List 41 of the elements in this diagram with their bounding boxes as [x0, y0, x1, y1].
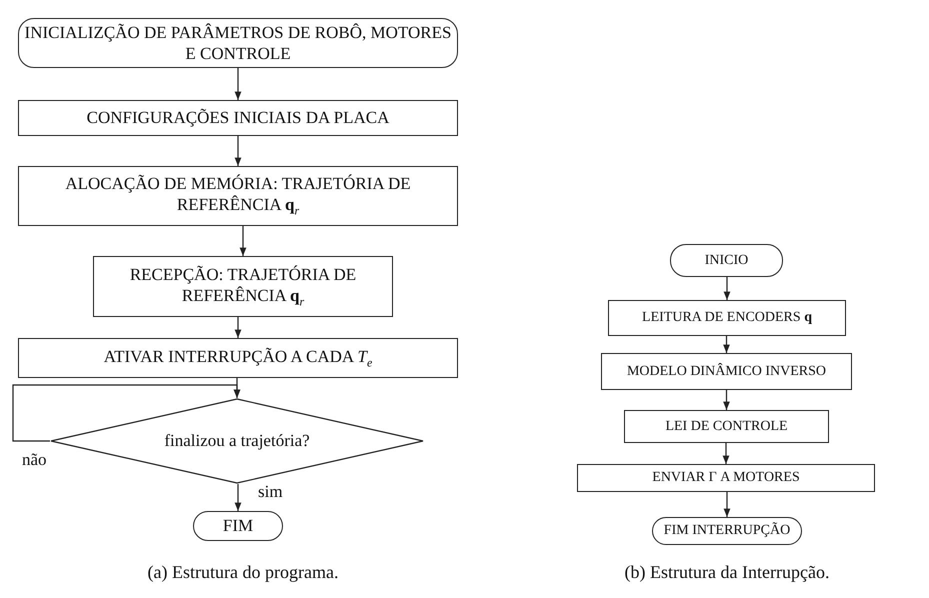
arrow [234, 317, 242, 338]
arrow [240, 226, 246, 256]
caption: (b) Estrutura da Interrupção. [624, 562, 830, 583]
process-box [601, 353, 852, 390]
node-text: LEITURA DE ENCODERS q [642, 309, 812, 327]
terminal-box [652, 517, 802, 545]
process-box [624, 410, 829, 443]
arrow [234, 68, 242, 100]
process-box [93, 256, 393, 317]
decision-diamond [50, 398, 424, 484]
arrow [12, 384, 240, 442]
arrow [724, 277, 730, 300]
node-text: LEI DE CONTROLE [665, 418, 788, 436]
terminal-box [670, 244, 783, 277]
node-text: INICIALIZÇÃO DE PARÂMETROS DE ROBÔ, MOTORES E CONTROLE [24, 22, 452, 64]
edge-label: sim [258, 482, 283, 502]
arrow [723, 336, 730, 353]
arrow [723, 390, 730, 410]
process-box [18, 100, 458, 136]
caption: (a) Estrutura do programa. [148, 562, 338, 583]
node-text: FIM INTERRUPÇÃO [664, 522, 790, 540]
node-text: ENVIAR Γ A MOTORES [652, 469, 800, 487]
node-text: ATIVAR INTERRUPÇÃO A CADA T$_{e}$ [104, 346, 372, 370]
arrow [722, 443, 730, 464]
node-text: CONFIGURAÇÕES INICIAIS DA PLACA [86, 107, 390, 129]
node-text: RECEPÇÃO: TRAJETÓRIA DE REFERÊNCIA q$_{r}$ [128, 264, 358, 310]
terminal-box [18, 18, 458, 68]
process-box [18, 166, 458, 226]
arrow [234, 136, 242, 166]
process-box [18, 338, 458, 378]
node-text: FIM [222, 515, 254, 537]
node-text: finalizou a trajetória? [164, 430, 310, 452]
node-text: INICIO [704, 252, 748, 270]
node-text: MODELO DINÂMICO INVERSO [626, 362, 826, 380]
arrow [234, 484, 242, 511]
arrow [724, 492, 730, 517]
process-box [577, 464, 875, 492]
edge-label: não [22, 450, 47, 470]
node-text: ALOCAÇÃO DE MEMÓRIA: TRAJETÓRIA DE REFERÊNCIA q$_{r}$ [64, 173, 412, 219]
process-box [608, 300, 846, 336]
terminal-box [193, 511, 283, 541]
